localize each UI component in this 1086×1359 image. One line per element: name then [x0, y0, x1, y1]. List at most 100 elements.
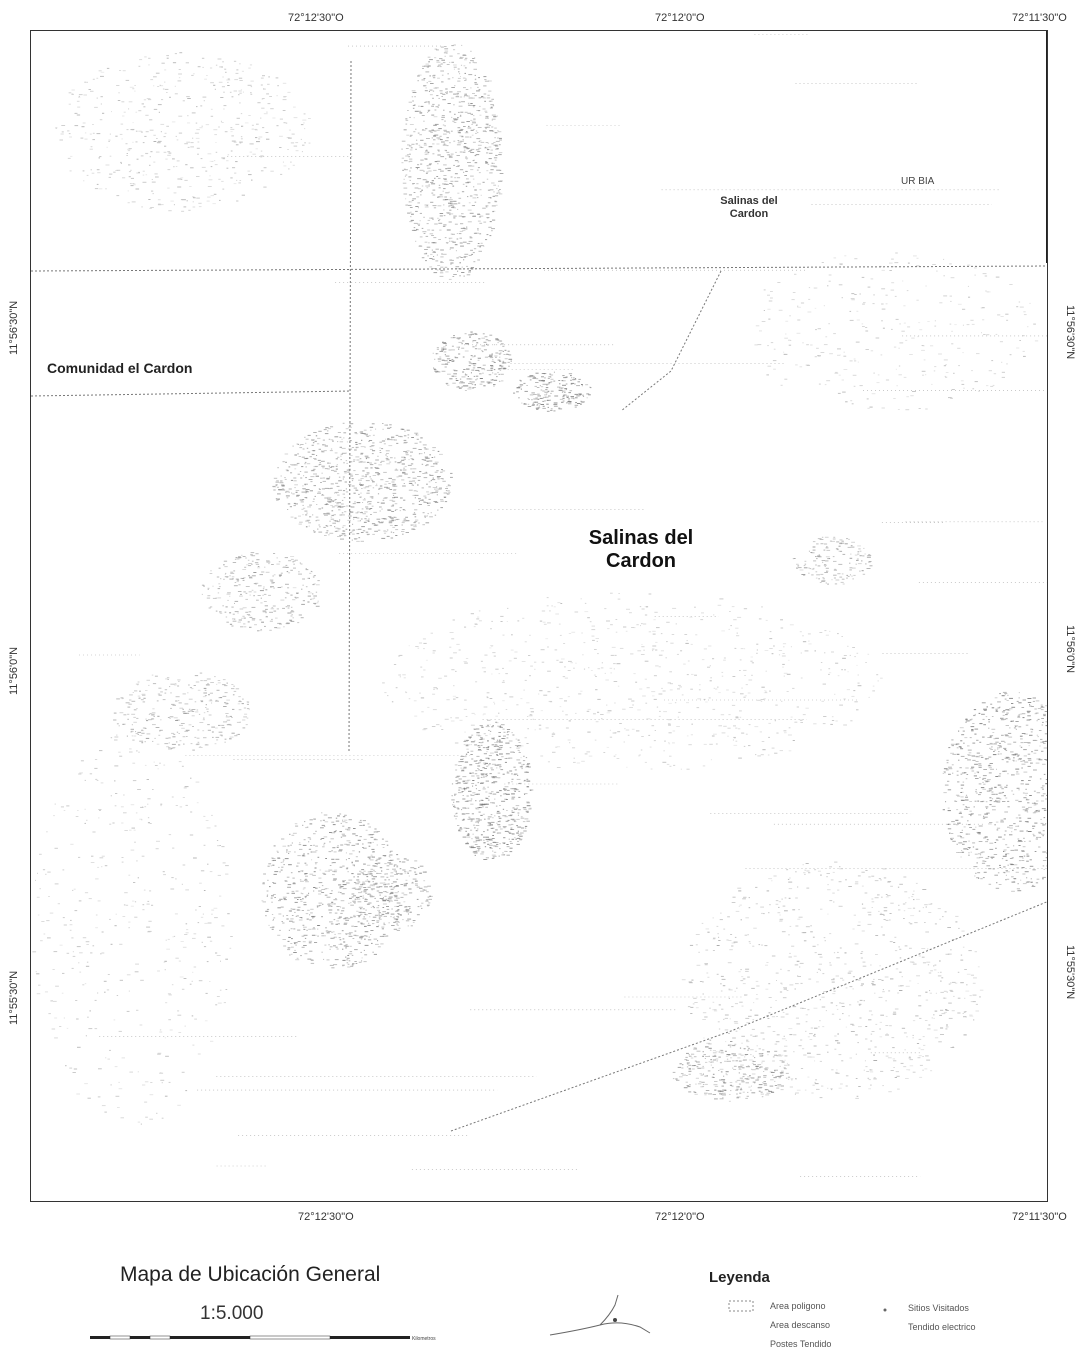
imagery-speck [440, 261, 443, 263]
imagery-speck [491, 114, 496, 116]
imagery-speck [461, 376, 466, 378]
imagery-speck [354, 902, 356, 904]
imagery-speck [959, 727, 964, 729]
imagery-speck [232, 620, 237, 622]
imagery-speck [327, 498, 331, 500]
imagery-speck [160, 691, 163, 693]
imagery-speck [411, 528, 415, 530]
imagery-speck [425, 465, 427, 467]
imagery-speck [461, 788, 465, 790]
imagery-speck [379, 909, 381, 911]
imagery-speck [377, 946, 381, 948]
imagery-speck [370, 868, 374, 870]
imagery-speck [211, 702, 213, 704]
imagery-speck [436, 49, 439, 51]
imagery-speck [198, 713, 201, 715]
imagery-speck [964, 737, 968, 739]
imagery-speck [970, 851, 972, 853]
imagery-speck [1025, 794, 1027, 796]
imagery-speck [493, 142, 496, 143]
imagery-speck [506, 734, 509, 736]
imagery-speck [480, 770, 483, 771]
imagery-speck [412, 198, 416, 200]
imagery-speck [362, 872, 364, 874]
imagery-speck [1015, 760, 1017, 762]
imagery-speck [514, 790, 516, 792]
imagery-speck [390, 850, 393, 852]
imagery-speck [291, 938, 293, 940]
imagery-speck [970, 813, 972, 815]
imagery-speck [273, 489, 276, 491]
imagery-speck [382, 911, 386, 913]
imagery-speck [405, 520, 410, 522]
imagery-speck [474, 78, 477, 80]
imagery-speck [986, 865, 991, 867]
imagery-speck [504, 761, 507, 763]
imagery-speck [467, 209, 472, 211]
imagery-speck [331, 466, 335, 468]
imagery-speck [993, 738, 996, 740]
imagery-speck [472, 141, 476, 143]
imagery-speck [331, 903, 335, 905]
imagery-speck [294, 823, 298, 825]
imagery-speck [1028, 806, 1032, 808]
imagery-speck [225, 713, 229, 714]
imagery-speck [477, 367, 482, 369]
imagery-speck [496, 791, 500, 793]
imagery-speck [231, 717, 233, 718]
imagery-speck [343, 535, 347, 537]
imagery-speck [305, 442, 307, 444]
imagery-speck [517, 814, 519, 816]
imagery-speck [405, 532, 409, 533]
imagery-speck [352, 503, 356, 505]
imagery-speck [408, 489, 413, 491]
imagery-speck [329, 893, 333, 894]
imagery-speck [1021, 733, 1026, 734]
imagery-speck [1036, 792, 1041, 794]
imagery-speck [356, 898, 358, 900]
imagery-speck [321, 935, 325, 937]
imagery-speck [428, 110, 430, 112]
imagery-speck [477, 86, 479, 88]
imagery-speck [461, 44, 463, 46]
imagery-speck [408, 176, 412, 178]
imagery-speck [323, 873, 327, 875]
imagery-speck [351, 844, 356, 846]
imagery-speck [470, 103, 473, 104]
imagery-speck [387, 516, 392, 518]
imagery-speck [401, 463, 405, 465]
imagery-speck [290, 918, 294, 920]
imagery-speck [442, 269, 445, 271]
imagery-speck [227, 599, 229, 601]
imagery-speck [506, 851, 508, 852]
imagery-speck [133, 735, 137, 737]
imagery-speck [497, 137, 500, 139]
imagery-speck [171, 747, 175, 749]
imagery-speck [216, 683, 218, 685]
imagery-speck [516, 759, 521, 761]
imagery-speck [340, 943, 342, 945]
imagery-speck [368, 845, 371, 847]
imagery-speck [412, 92, 417, 93]
imagery-speck [1011, 774, 1015, 776]
imagery-speck [316, 584, 320, 586]
imagery-speck [164, 743, 169, 745]
imagery-speck [164, 689, 168, 691]
imagery-speck [405, 516, 408, 518]
imagery-speck [517, 739, 520, 741]
imagery-speck [356, 459, 360, 461]
imagery-speck [344, 917, 349, 919]
imagery-speck [496, 754, 498, 756]
imagery-speck [446, 151, 450, 153]
imagery-speck [251, 564, 253, 565]
imagery-speck [445, 192, 449, 194]
imagery-speck [331, 821, 335, 823]
imagery-speck [501, 380, 504, 382]
imagery-speck [116, 698, 120, 700]
imagery-speck [977, 853, 981, 855]
imagery-speck [989, 790, 992, 792]
imagery-speck [407, 925, 409, 927]
imagery-speck [299, 842, 301, 844]
imagery-speck [479, 189, 482, 191]
imagery-speck [483, 76, 487, 78]
